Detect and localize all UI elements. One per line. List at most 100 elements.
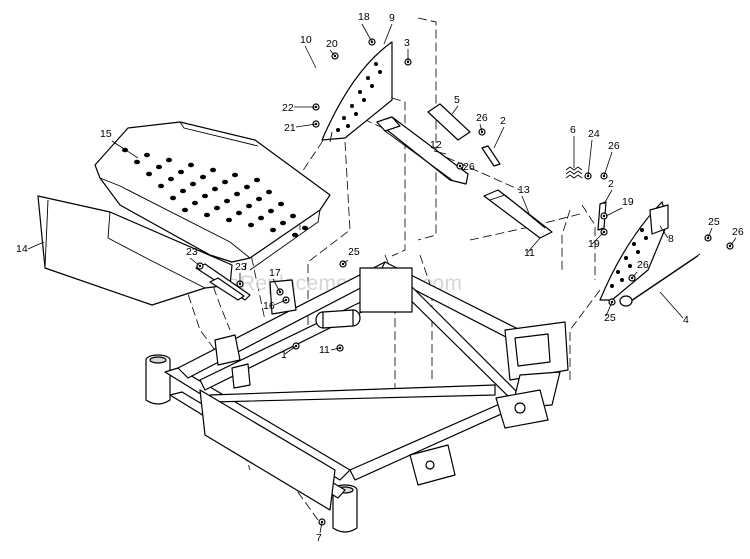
leader-line-13 — [521, 195, 531, 217]
plate-hole — [204, 212, 210, 218]
bracket-hole — [346, 124, 350, 128]
leader-line-4 — [659, 291, 684, 319]
callout-15: 15 — [100, 128, 112, 140]
leader-line-14 — [27, 241, 45, 250]
plate-hole — [234, 191, 240, 197]
plate-hole — [224, 198, 230, 204]
bracket-hole — [632, 242, 636, 246]
bracket-hole — [636, 250, 640, 254]
plate-hole — [222, 179, 228, 185]
leader-line-5 — [451, 105, 459, 115]
plate-hole — [210, 167, 216, 173]
bracket-hole — [610, 284, 614, 288]
callout-2: 2 — [500, 115, 506, 127]
callout-26: 26 — [732, 226, 744, 238]
part-8-right-seat-bracket — [599, 201, 669, 301]
plate-hole — [280, 220, 286, 226]
bracket-hole — [640, 228, 644, 232]
leader-line-7 — [319, 521, 323, 534]
plate-hole — [244, 184, 250, 190]
part-12-adjustment-bar — [376, 116, 469, 185]
plate-hole — [292, 232, 298, 238]
part-9-left-seat-bracket — [321, 41, 393, 143]
bracket-hole — [336, 128, 340, 132]
leader-line-1 — [284, 345, 297, 355]
callout-9: 9 — [389, 12, 395, 24]
leader-line-8 — [659, 225, 669, 239]
part-5-handle-grip — [427, 103, 471, 141]
part-2-link-plates — [481, 145, 607, 231]
callout-16: 16 — [263, 300, 275, 312]
callout-19: 19 — [588, 238, 600, 250]
plate-hole — [212, 186, 218, 192]
part-1-main-frame — [145, 261, 569, 533]
plate-hole — [144, 152, 150, 158]
plate-hole — [202, 193, 208, 199]
leader-line-26 — [603, 151, 613, 177]
plate-hole — [166, 157, 172, 163]
leader-line-26 — [729, 237, 737, 247]
leader-line-19 — [605, 207, 623, 217]
bracket-hole — [358, 90, 362, 94]
callout-17: 17 — [269, 267, 281, 279]
fastener — [600, 212, 608, 220]
callout-6: 6 — [570, 124, 576, 136]
leader-line-2 — [603, 189, 613, 205]
callout-19: 19 — [622, 196, 634, 208]
callout-14: 14 — [16, 243, 28, 255]
plate-hole — [266, 189, 272, 195]
leader-line-11 — [527, 237, 541, 253]
bracket-hole — [342, 116, 346, 120]
plate-hole — [236, 210, 242, 216]
plate-hole — [168, 176, 174, 182]
plate-hole — [254, 177, 260, 183]
callout-12: 12 — [430, 139, 442, 151]
callout-8: 8 — [668, 233, 674, 245]
plate-hole — [178, 169, 184, 175]
plate-hole — [290, 213, 296, 219]
plate-hole — [190, 181, 196, 187]
callout-10: 10 — [300, 34, 312, 46]
callout-22: 22 — [282, 102, 294, 114]
bracket-hole — [628, 264, 632, 268]
bracket-hole — [362, 98, 366, 102]
plate-hole — [258, 215, 264, 221]
plate-hole — [180, 188, 186, 194]
plate-hole — [270, 227, 276, 233]
callout-26: 26 — [637, 259, 649, 271]
callout-24: 24 — [588, 128, 600, 140]
bracket-hole — [366, 76, 370, 80]
leader-line-10 — [304, 45, 317, 69]
plate-hole — [146, 171, 152, 177]
callout-13: 13 — [518, 184, 530, 196]
leader-line-18 — [361, 23, 373, 43]
callout-7: 7 — [316, 532, 322, 544]
part-13-spring-rod — [483, 189, 553, 239]
plate-hole — [156, 164, 162, 170]
callout-11: 11 — [524, 247, 535, 259]
bracket-8-holes — [610, 228, 648, 288]
callout-25: 25 — [708, 216, 720, 228]
leader-line-26 — [631, 271, 638, 279]
plate-hole — [246, 203, 252, 209]
leader-line-24 — [587, 139, 593, 177]
callout-3: 3 — [404, 37, 410, 49]
plate-hole — [278, 201, 284, 207]
callout-25: 25 — [604, 312, 616, 324]
leader-line-25 — [707, 227, 713, 239]
leader-line-23 — [189, 257, 201, 267]
plate-hole — [134, 159, 140, 165]
callout-11: 11 — [319, 344, 330, 356]
leader-line-15 — [111, 140, 139, 159]
bracket-hole — [374, 62, 378, 66]
bracket-9-holes — [336, 62, 382, 132]
plate-hole — [182, 207, 188, 213]
part-4-release-rod — [619, 253, 701, 307]
plate-hole — [232, 172, 238, 178]
callout-21: 21 — [284, 122, 296, 134]
plate-hole — [302, 225, 308, 231]
callout-26: 26 — [476, 112, 488, 124]
